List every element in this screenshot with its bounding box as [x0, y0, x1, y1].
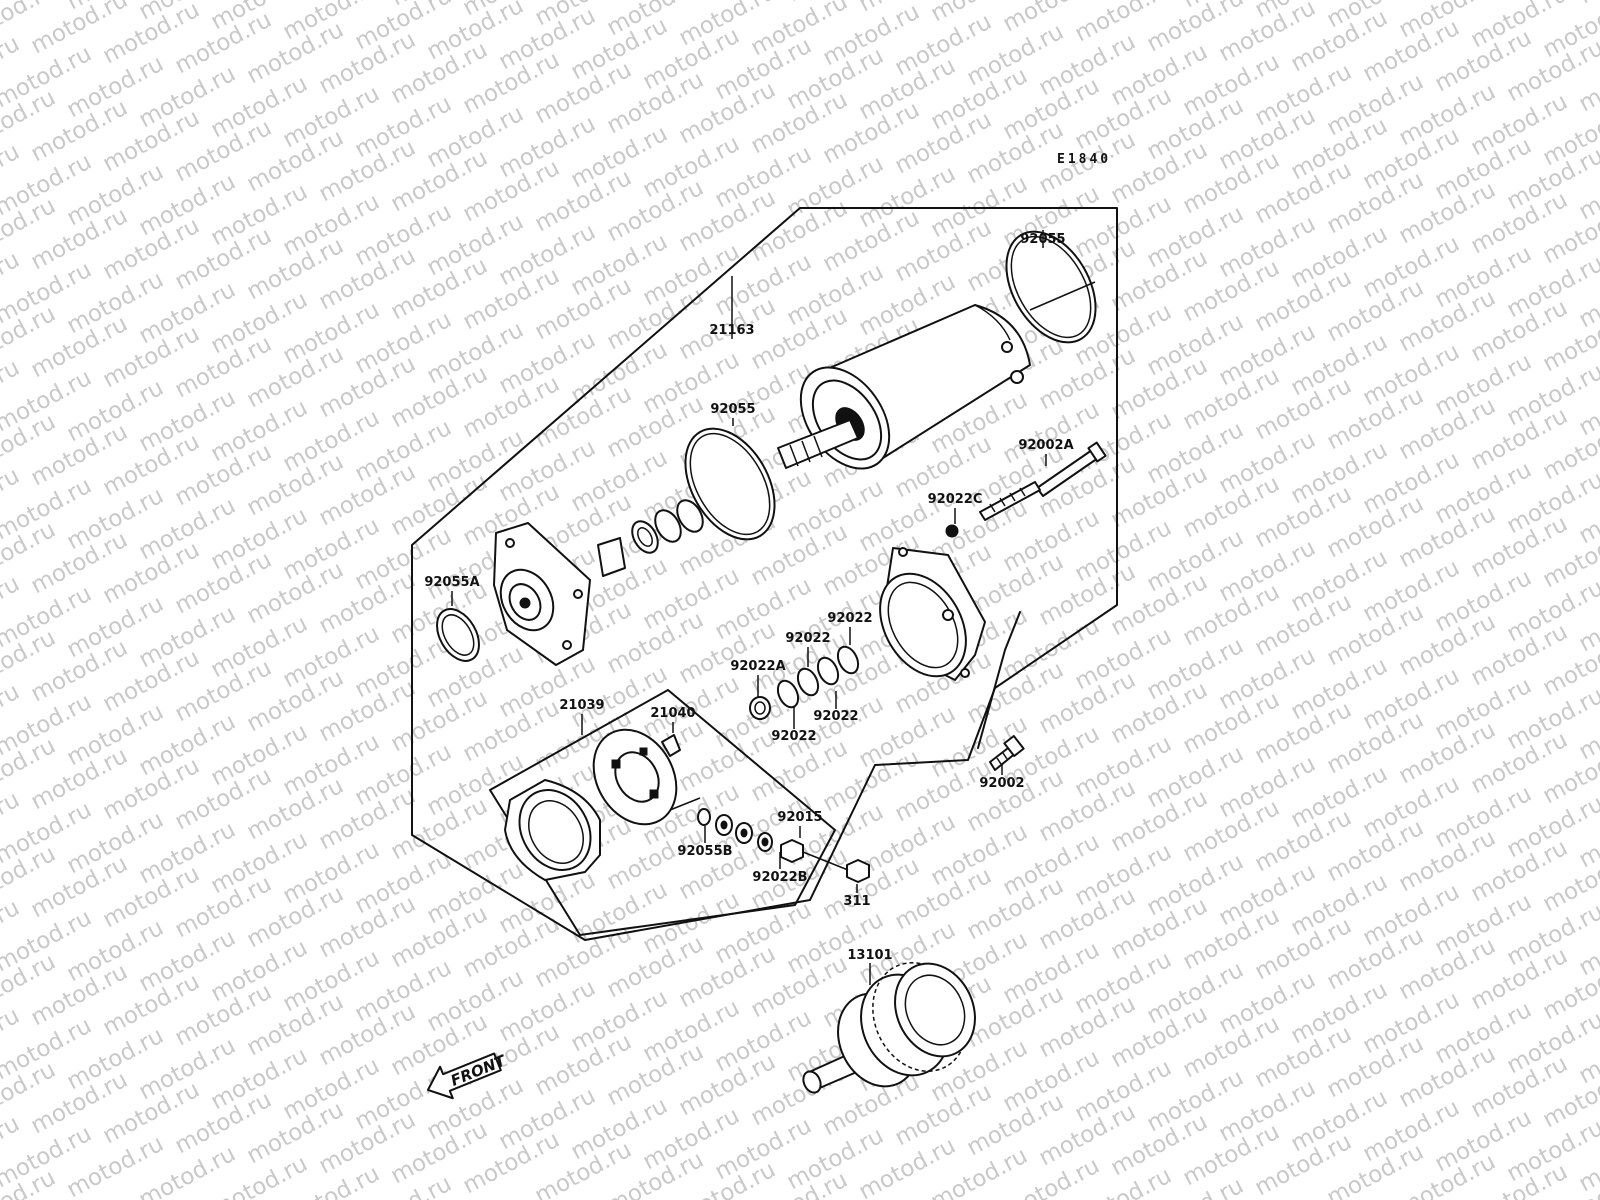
part-labels: 92055211639205592002A92022C92055A9202292… [424, 230, 1074, 985]
watermark-text: motod.ru [1575, 0, 1600, 9]
washer-92055b [697, 808, 711, 826]
o-ring-92055a [436, 608, 480, 662]
brush-plate [592, 728, 701, 826]
washer-92022-2 [816, 656, 840, 686]
brush-holder [504, 779, 601, 881]
threaded-bolt [979, 481, 1041, 521]
part-label-92022c: 92022C [928, 492, 983, 507]
diagram-code: E1840 [1057, 152, 1111, 167]
part-label-92022-a: 92022 [827, 611, 872, 626]
part-label-92022-b: 92022 [785, 631, 830, 646]
part-label-92022b: 92022B [752, 870, 807, 885]
part-label-92055-front: 92055 [710, 402, 755, 417]
o-ring-front [684, 427, 776, 541]
thrust-washer-2 [654, 509, 682, 543]
part-label-92055b: 92055B [677, 844, 732, 859]
part-label-92022-d: 92022 [771, 729, 816, 744]
lower-bracket-lines [977, 611, 1021, 749]
part-label-21040: 21040 [650, 706, 695, 721]
part-label-92055-rear: 92055 [1020, 232, 1065, 247]
part-label-13101: 13101 [847, 948, 892, 963]
part-label-21039: 21039 [559, 698, 604, 713]
washer-92022a [749, 696, 771, 720]
thrust-washer-1 [676, 499, 704, 533]
brush-spring [661, 734, 681, 757]
part-label-92002: 92002 [979, 776, 1024, 791]
o-ring-rear-axis [1029, 281, 1096, 311]
nut-92015 [780, 839, 804, 863]
part-label-92055a: 92055A [424, 575, 479, 590]
nut-92022c [945, 524, 959, 538]
part-label-92022-c: 92022 [813, 709, 858, 724]
part-label-21163: 21163 [709, 323, 754, 338]
part-label-311: 311 [843, 894, 870, 909]
motor-yoke [777, 304, 1031, 470]
front-cover [493, 522, 591, 666]
washer-92022-3 [796, 667, 820, 697]
starter-clutch [802, 962, 976, 1094]
lock-washer [597, 537, 626, 577]
rear-end-cover [879, 547, 986, 681]
part-label-92015: 92015 [777, 810, 822, 825]
assembly-outline [411, 207, 1118, 941]
washer-92022-1 [836, 645, 860, 675]
nut-311 [846, 859, 870, 883]
brush-holder-outline [489, 689, 836, 936]
part-label-92002a: 92002A [1018, 438, 1073, 453]
part-label-92022a: 92022A [730, 659, 785, 674]
o-ring-rear [1005, 230, 1097, 344]
